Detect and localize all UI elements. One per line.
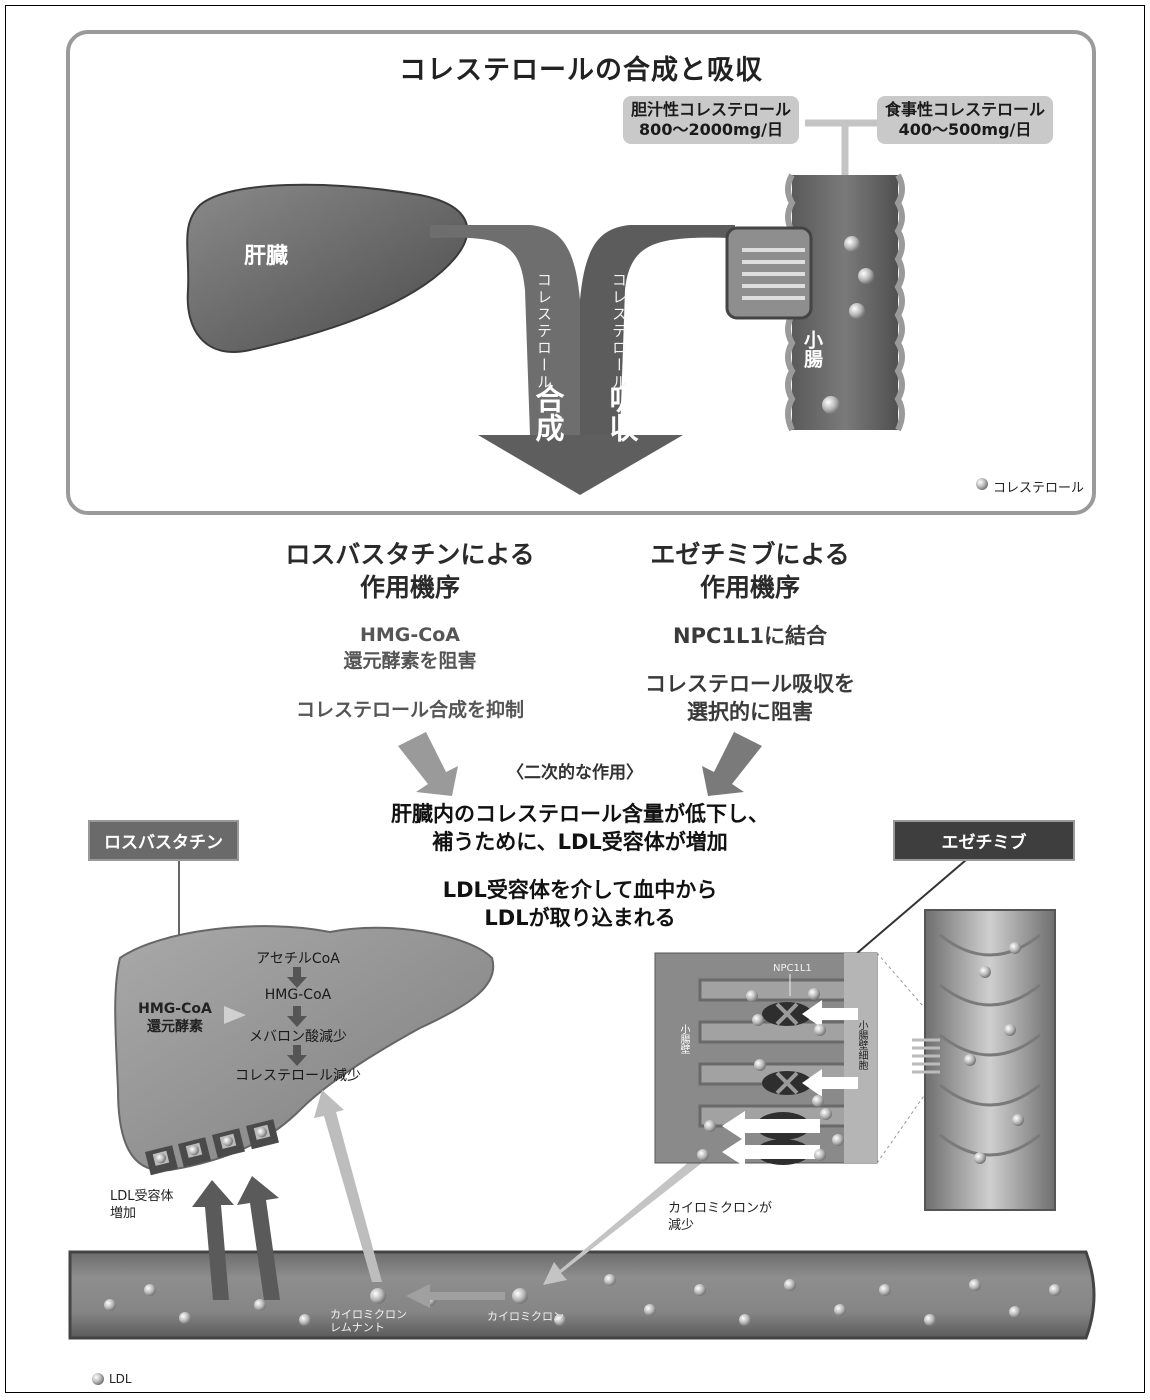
block-x-icons	[775, 1002, 799, 1095]
synthesis-band	[430, 225, 580, 435]
absorption-inhibition: コレステロール吸収を選択的に阻害	[645, 672, 855, 724]
left-down-arrow-icon	[398, 732, 458, 796]
ezetimibe-label: エゼチミブ	[893, 820, 1075, 861]
intestinal-wall-label: 小腸壁	[678, 1024, 689, 1054]
intestinal-cell-label: 小腸壁細胞	[856, 1020, 867, 1070]
npc1l1-label: NPC1L1	[773, 963, 812, 974]
ezetimibe-mechanism-heading: エゼチミブによる作用機序	[650, 540, 850, 602]
enzyme-arrow-icon	[224, 1006, 246, 1024]
absorption-band	[580, 225, 735, 435]
ldl-legend-icon	[92, 1373, 104, 1385]
pathway-step-4: コレステロール減少	[235, 1068, 361, 1084]
absorption-label: 吸収	[605, 384, 639, 442]
chylomicron-label: カイロミクロン	[487, 1310, 564, 1323]
intestine-tube-icon	[924, 909, 1056, 1211]
blood-vessel-icon	[68, 1250, 1096, 1340]
chylomicron-release-arrow	[543, 1146, 716, 1285]
liver-label: 肝臓	[244, 244, 289, 269]
pathway-step-1: アセチルCoA	[256, 951, 340, 967]
pathway-step-3: メバロン酸減少	[249, 1029, 347, 1045]
chylomicron-decrease: カイロミクロンが減少	[668, 1201, 773, 1233]
secondary-effect-1: 肝臓内のコレステロール含量が低下し、補うために、LDL受容体が増加	[391, 802, 769, 854]
ldl-uptake-arrows	[192, 1176, 280, 1300]
rosuvastatin-label: ロスバスタチン	[88, 820, 239, 861]
secondary-arrows	[398, 732, 762, 796]
panel-title: コレステロールの合成と吸収	[399, 55, 763, 86]
cholesterol-legend-icon	[976, 478, 988, 490]
ldl-receptor-icons	[145, 1119, 279, 1176]
absorption-arrows	[722, 1000, 858, 1167]
liver-icon-large	[114, 925, 495, 1172]
outer-frame	[5, 5, 1145, 1393]
ldl-legend: LDL	[109, 1372, 132, 1386]
liver-icon	[186, 183, 469, 353]
rosuvastatin-mechanism-heading: ロスバスタチンによる作用機序	[285, 540, 535, 602]
synthesis-small-label: コレステロール	[535, 272, 553, 391]
dietary-cholesterol-pill: 食事性コレステロール 400〜500mg/日	[877, 96, 1054, 144]
absorption-small-label: コレステロール	[610, 272, 628, 391]
chylomicron-arrow	[406, 1284, 505, 1308]
synthesis-suppression: コレステロール合成を抑制	[295, 699, 524, 721]
npc1l1-binding: NPC1L1に結合	[673, 624, 827, 648]
intestine-label: 小腸	[801, 330, 823, 368]
synthesis-absorption-panel	[66, 30, 1096, 515]
down-arrow-head	[478, 435, 683, 495]
secondary-effect-label: 〈二次的な作用〉	[507, 763, 643, 783]
remnant-label: カイロミクロンレムナント	[330, 1308, 407, 1334]
cholesterol-legend: コレステロール	[993, 481, 1085, 496]
pathway-step-2: HMG-CoA	[264, 987, 332, 1003]
ldl-receptor-increase: LDL受容体増加	[110, 1189, 174, 1221]
bile-cholesterol-pill: 胆汁性コレステロール 800〜2000mg/日	[623, 96, 800, 144]
right-down-arrow-icon	[702, 732, 762, 796]
remnant-uptake-arrow	[314, 1090, 382, 1282]
villi-detail-icon	[912, 1038, 940, 1074]
synthesis-label: 合成	[531, 384, 565, 442]
top-illustration	[186, 119, 988, 495]
